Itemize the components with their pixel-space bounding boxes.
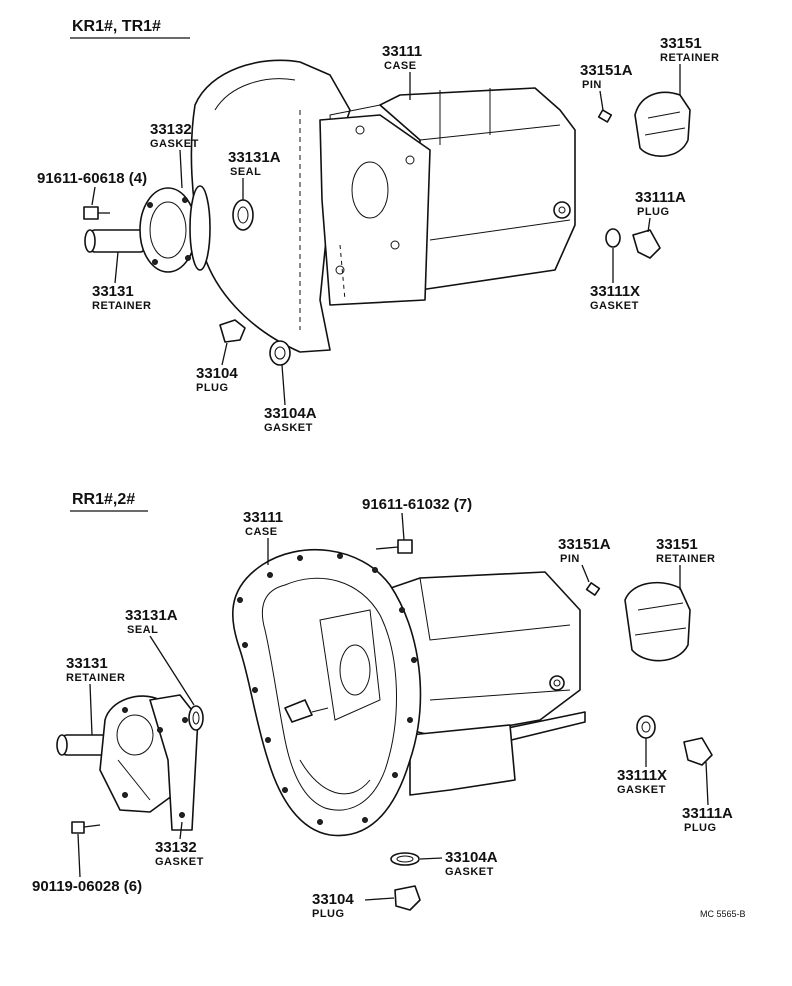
label-case-bottom: 33111 — [243, 509, 283, 526]
label-plug-bottom-top-desc: PLUG — [196, 382, 229, 394]
label-pin-top: 33151A — [580, 62, 633, 79]
label-gasket-front-top: 33132 — [150, 121, 192, 138]
label-seal-bottom: 33131A — [125, 607, 178, 624]
label-retainer-front-top-desc: RETAINER — [92, 300, 151, 312]
section-title-bottom: RR1#,2# — [72, 491, 135, 508]
label-plug-side-bottom: 33111A — [682, 805, 733, 822]
label-seal-top-desc: SEAL — [230, 166, 261, 178]
side-plug-bottom — [636, 715, 713, 766]
label-gasket-bottom-bottom: 33104A — [445, 849, 498, 866]
bolt-top — [83, 206, 110, 220]
label-gasket-front-bottom-desc: GASKET — [155, 856, 204, 868]
clutch-retainer-bottom — [585, 581, 691, 662]
leader — [89, 683, 93, 736]
leader — [401, 512, 405, 541]
labels-top: 33111 CASE 33151A PIN 33151 RETAINER 331… — [37, 35, 719, 434]
label-gasket-side-bottom: 33111X — [617, 767, 667, 784]
seal-top — [232, 199, 254, 231]
leader — [91, 186, 96, 206]
label-seal-top: 33131A — [228, 149, 281, 166]
label-bolt-top: 91611-60618 (4) — [37, 170, 147, 187]
bolt-retainer-bottom — [71, 821, 101, 834]
section-kr1-tr1: KR1#, TR1# — [37, 18, 719, 434]
label-plug-bottom-bottom-desc: PLUG — [312, 908, 345, 920]
label-gasket-bottom-top: 33104A — [264, 405, 317, 422]
leader — [114, 251, 119, 284]
label-case-bottom-desc: CASE — [245, 526, 278, 538]
section-rr1-2: RR1#,2# — [32, 491, 733, 920]
leader — [419, 857, 443, 860]
labels-bottom: 33111 CASE 91611-61032 (7) 33151A PIN 33… — [32, 496, 733, 920]
label-retainer-front-top: 33131 — [92, 283, 134, 300]
section-title-top: KR1#, TR1# — [72, 18, 161, 35]
leader — [705, 761, 709, 806]
label-bolt-retainer-bottom: 90119-06028 (6) — [32, 878, 142, 895]
label-gasket-side-top: 33111X — [590, 283, 640, 300]
label-pin-top-desc: PIN — [582, 79, 602, 91]
plug-bottom-top — [219, 319, 291, 366]
label-plug-side-top: 33111A — [635, 189, 686, 206]
label-retainer-clutch-bottom: 33151 — [656, 536, 698, 553]
clutch-retainer-top — [597, 91, 691, 157]
leader — [647, 217, 651, 233]
label-retainer-front-bottom-desc: RETAINER — [66, 672, 125, 684]
side-plug-top — [605, 228, 661, 259]
label-plug-bottom-bottom: 33104 — [312, 891, 354, 908]
leader — [599, 90, 604, 111]
label-retainer-clutch-top-desc: RETAINER — [660, 52, 719, 64]
label-plug-bottom-top: 33104 — [196, 365, 238, 382]
leader — [179, 149, 183, 189]
figure-reference: MC 5565-B — [700, 909, 746, 919]
label-pin-bottom-desc: PIN — [560, 553, 580, 565]
label-gasket-bottom-bottom-desc: GASKET — [445, 866, 494, 878]
leader — [221, 342, 228, 366]
label-case-top-desc: CASE — [384, 60, 417, 72]
transmission-case-bottom — [232, 548, 586, 837]
label-gasket-side-top-desc: GASKET — [590, 300, 639, 312]
leader — [77, 833, 81, 878]
label-pin-bottom: 33151A — [558, 536, 611, 553]
label-seal-bottom-desc: SEAL — [127, 624, 158, 636]
seal-bottom — [188, 705, 204, 731]
label-retainer-clutch-top: 33151 — [660, 35, 702, 52]
label-plug-side-bottom-desc: PLUG — [684, 822, 717, 834]
front-retainer-bottom — [56, 694, 199, 831]
label-retainer-clutch-bottom-desc: RETAINER — [656, 553, 715, 565]
label-gasket-front-bottom: 33132 — [155, 839, 197, 856]
leader — [179, 821, 183, 840]
label-gasket-front-top-desc: GASKET — [150, 138, 199, 150]
bolt-case-bottom — [375, 539, 413, 554]
leader — [364, 897, 395, 901]
label-case-top: 33111 — [382, 43, 422, 60]
leader — [581, 564, 590, 583]
label-retainer-front-bottom: 33131 — [66, 655, 108, 672]
label-gasket-bottom-top-desc: GASKET — [264, 422, 313, 434]
plug-bottom-bottom — [390, 852, 421, 911]
label-bolt-case-bottom: 91611-61032 (7) — [362, 496, 472, 513]
front-retainer-top — [84, 185, 211, 273]
transmission-case-top — [190, 59, 576, 353]
label-plug-side-top-desc: PLUG — [637, 206, 670, 218]
label-gasket-side-bottom-desc: GASKET — [617, 784, 666, 796]
leader — [281, 364, 286, 406]
leader — [149, 635, 195, 706]
